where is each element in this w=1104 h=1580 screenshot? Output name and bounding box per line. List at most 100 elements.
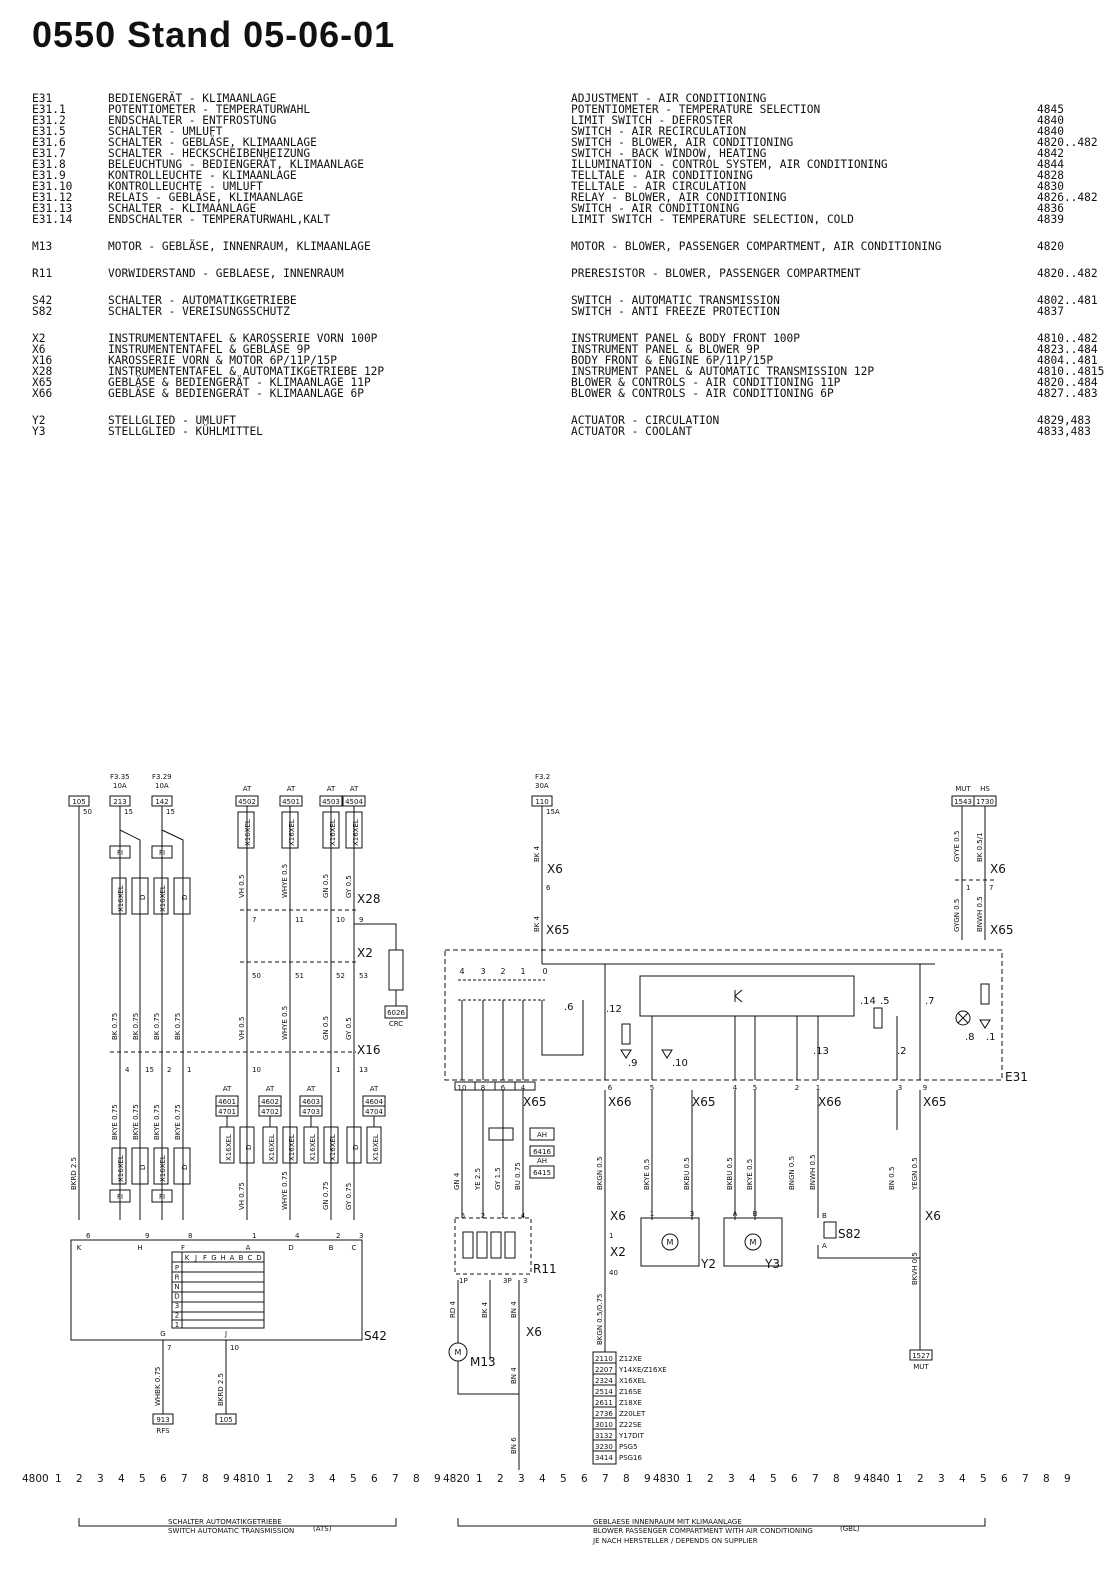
connector-tag: X16XEL <box>117 1155 125 1182</box>
legend-german: POTENTIOMETER - TEMPERATURWAHL <box>108 103 311 116</box>
schematic-label: FI <box>117 849 123 857</box>
legend-german: ENDSCHALTER - TEMPERATURWAHL,KALT <box>108 213 331 226</box>
legend-code: E31.6 <box>32 136 66 149</box>
legend-german: SCHALTER - UMLUFT <box>108 125 223 138</box>
schematic-label: H <box>137 1244 142 1252</box>
connector-x6: X6 <box>990 862 1006 876</box>
legend-english: LIMIT SWITCH - DEFROSTER <box>571 114 733 127</box>
schematic-label: 9 <box>145 1232 149 1240</box>
ruler-number: 7 <box>812 1473 819 1485</box>
schematic-label: 15 <box>124 808 133 816</box>
legend-english: ACTUATOR - COOLANT <box>571 425 693 438</box>
schematic-label: .14 <box>860 996 876 1007</box>
connector-tag: X16XEL <box>225 1134 233 1161</box>
schematic-label: .9 <box>628 1058 638 1069</box>
legend-code: X2 <box>32 332 46 345</box>
pin-number: 1 <box>816 1084 820 1092</box>
legend-code: E31.13 <box>32 202 73 215</box>
terminal-number: 1543 <box>954 798 972 806</box>
ruler-number: 9 <box>434 1473 441 1485</box>
wire-label: GY 0.5 <box>345 1017 353 1040</box>
ruler-number: 3 <box>938 1473 945 1485</box>
connector-tag: X16XEL <box>159 1155 167 1182</box>
wire-label: BKYE 0.75 <box>132 1104 140 1140</box>
pin-number: 4 <box>733 1084 738 1092</box>
schematic-label: B <box>753 1210 758 1218</box>
legend-code: E31 <box>32 92 53 105</box>
fuse-label: F3.2 <box>535 773 550 781</box>
terminal-number: 110 <box>535 798 548 806</box>
engine-ref: 3132 <box>595 1432 613 1440</box>
schematic-label: M <box>455 1348 462 1357</box>
terminal-tag: HS <box>980 785 990 793</box>
legend-german: ENDSCHALTER - ENTFROSTUNG <box>108 114 277 127</box>
schematic-label: 4 <box>295 1232 300 1240</box>
legend-english: BLOWER & CONTROLS - AIR CONDITIONING 6P <box>571 387 834 400</box>
schematic-label: .5 <box>880 996 890 1007</box>
terminal-number: 4503 <box>322 798 340 806</box>
legend-german: INSTRUMENTENTAFEL & GEBLÄSE 9P <box>108 343 311 356</box>
terminal-number: 1730 <box>976 798 994 806</box>
legend-english: TELLTALE - AIR CIRCULATION <box>571 180 747 193</box>
schematic-label: 2 <box>167 1066 171 1074</box>
pin-number: 6 <box>501 1084 506 1092</box>
terminal-tag: AT <box>243 785 252 793</box>
pin-number: 4 <box>521 1084 526 1092</box>
legend-code: S42 <box>32 294 53 307</box>
ruler-number: 7 <box>181 1473 188 1485</box>
legend-ref: 4842 <box>1037 147 1064 160</box>
grid-header: A <box>230 1254 235 1262</box>
wire-label: BU 0.75 <box>514 1162 522 1190</box>
legend-german: BELEUCHTUNG - BEDIENGERÄT, KLIMAANLAGE <box>108 158 364 171</box>
legend-ref: 4810..4815 <box>1037 365 1104 378</box>
wire-label: BK 0.75 <box>174 1013 182 1040</box>
pin-number: 2 <box>795 1084 799 1092</box>
schematic-label: 1 <box>336 1066 340 1074</box>
legend-code: Y2 <box>32 414 46 427</box>
legend-ref: 4828 <box>1037 169 1064 182</box>
pin-number: 8 <box>481 1084 485 1092</box>
grid-row-label: 1 <box>175 1321 179 1329</box>
terminal-number: 4502 <box>238 798 256 806</box>
grid-header: F <box>203 1254 207 1262</box>
ruler-number: 2 <box>497 1473 504 1485</box>
wire-label: YE 2.5 <box>474 1168 482 1191</box>
connector-x65: X65 <box>923 1095 947 1109</box>
legend-code: E31.10 <box>32 180 73 193</box>
terminal-tag: AT <box>370 1085 379 1093</box>
terminal-number: 4602 <box>261 1098 279 1106</box>
legend-german: GEBLÄSE & BEDIENGERÄT - KLIMAANLAGE 6P <box>108 387 364 400</box>
connector-tag: X16XEL <box>329 819 337 846</box>
connector-x16: X16 <box>357 1043 381 1057</box>
legend-german: SCHALTER - AUTOMATIKGETRIEBE <box>108 294 297 307</box>
connector-x65: X65 <box>546 923 570 937</box>
legend-ref: 4810..482 <box>1037 332 1098 345</box>
schematic-label: .2 <box>897 1046 907 1057</box>
section-caption: SWITCH AUTOMATIC TRANSMISSION <box>168 1527 294 1535</box>
legend-code: M13 <box>32 240 53 253</box>
legend-english: TELLTALE - AIR CONDITIONING <box>571 169 753 182</box>
schematic-label: G <box>160 1330 165 1338</box>
engine-ref: 3230 <box>595 1443 613 1451</box>
legend-english: SWITCH - BLOWER, AIR CONDITIONING <box>571 136 794 149</box>
wire-label: GN 4 <box>453 1172 461 1190</box>
pin-number: 10 <box>458 1084 467 1092</box>
schematic-label: D <box>288 1244 293 1252</box>
schematic-label: 3 <box>690 1210 694 1218</box>
schematic-label: A <box>733 1210 738 1218</box>
fuse-rating: 30A <box>535 782 549 790</box>
section-caption: (GBL) <box>840 1525 860 1533</box>
legend-english: RELAY - BLOWER, AIR CONDITIONING <box>571 191 787 204</box>
legend-code: E31.5 <box>32 125 66 138</box>
ruler-number: 8 <box>833 1473 840 1485</box>
grid-row-label: D <box>174 1293 179 1301</box>
ruler-number: 5 <box>139 1473 146 1485</box>
schematic-label: 2 <box>336 1232 340 1240</box>
wire-label: BKYE 0.5 <box>643 1159 651 1190</box>
